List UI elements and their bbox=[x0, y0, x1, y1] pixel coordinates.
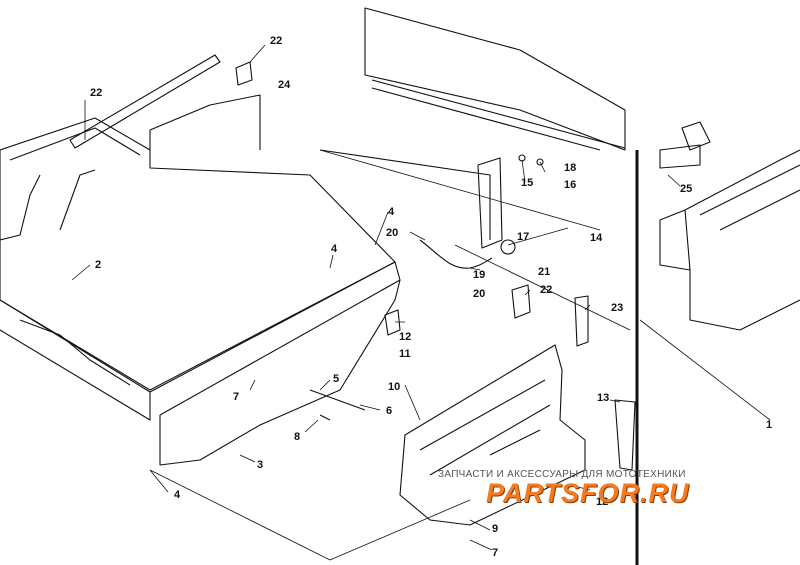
callout-label: 6 bbox=[386, 405, 392, 417]
callout-label: 10 bbox=[388, 381, 400, 393]
tailgate-shell bbox=[399, 344, 586, 526]
callout-label: 12 bbox=[596, 496, 608, 508]
callout-label: 7 bbox=[492, 547, 498, 559]
hinge-bracket bbox=[511, 284, 531, 319]
side-rail bbox=[69, 54, 221, 149]
side-trim-part bbox=[574, 295, 589, 347]
callout-label: 22 bbox=[90, 87, 102, 99]
callout-label: 15 bbox=[521, 177, 533, 189]
callout-label: 9 bbox=[492, 523, 498, 535]
callout-label: 8 bbox=[294, 431, 300, 443]
callout-label: 23 bbox=[611, 302, 623, 314]
callout-label: 17 bbox=[517, 231, 529, 243]
cargo-box-bed bbox=[0, 94, 401, 466]
callout-label: 3 bbox=[257, 459, 263, 471]
latch-clip bbox=[384, 309, 401, 336]
release-cable bbox=[419, 239, 493, 269]
callout-label: 12 bbox=[399, 331, 411, 343]
callout-label: 4 bbox=[331, 243, 338, 255]
callout-label: 22 bbox=[270, 35, 282, 47]
bolt-part bbox=[319, 414, 331, 421]
callout-label: 1 bbox=[766, 419, 772, 431]
callout-label: 16 bbox=[564, 179, 576, 191]
callout-label: 4 bbox=[174, 489, 181, 501]
callout-label: 21 bbox=[538, 266, 550, 278]
callout-label: 13 bbox=[597, 392, 609, 404]
callout-label: 22 bbox=[540, 284, 552, 296]
callout-label: 19 bbox=[473, 269, 485, 281]
watermark-brand: PARTSFOR.RU bbox=[486, 478, 690, 508]
callout-label: 11 bbox=[399, 348, 411, 360]
callout-label: 4 bbox=[388, 206, 395, 218]
leader-lines bbox=[71, 44, 771, 561]
latch-assembly bbox=[477, 154, 544, 255]
callout-label: 20 bbox=[473, 288, 485, 300]
callout-label: 24 bbox=[278, 79, 291, 91]
watermark-tagline: ЗАПЧАСТИ И АКСЕССУАРЫ ДЛЯ МОТОТЕХНИКИ bbox=[438, 469, 686, 480]
callout-label: 5 bbox=[333, 373, 339, 385]
bracket-part bbox=[235, 61, 253, 86]
tailgate-panel bbox=[319, 7, 626, 240]
callout-label: 2 bbox=[95, 259, 101, 271]
callout-label: 7 bbox=[233, 391, 239, 403]
callout-label: 25 bbox=[680, 183, 692, 195]
right-inset-assembly bbox=[659, 121, 800, 331]
callout-label: 20 bbox=[386, 227, 398, 239]
side-latch-bar bbox=[614, 399, 636, 471]
bolt-part bbox=[309, 389, 366, 411]
callout-label: 18 bbox=[564, 162, 576, 174]
callout-label: 14 bbox=[590, 232, 603, 244]
